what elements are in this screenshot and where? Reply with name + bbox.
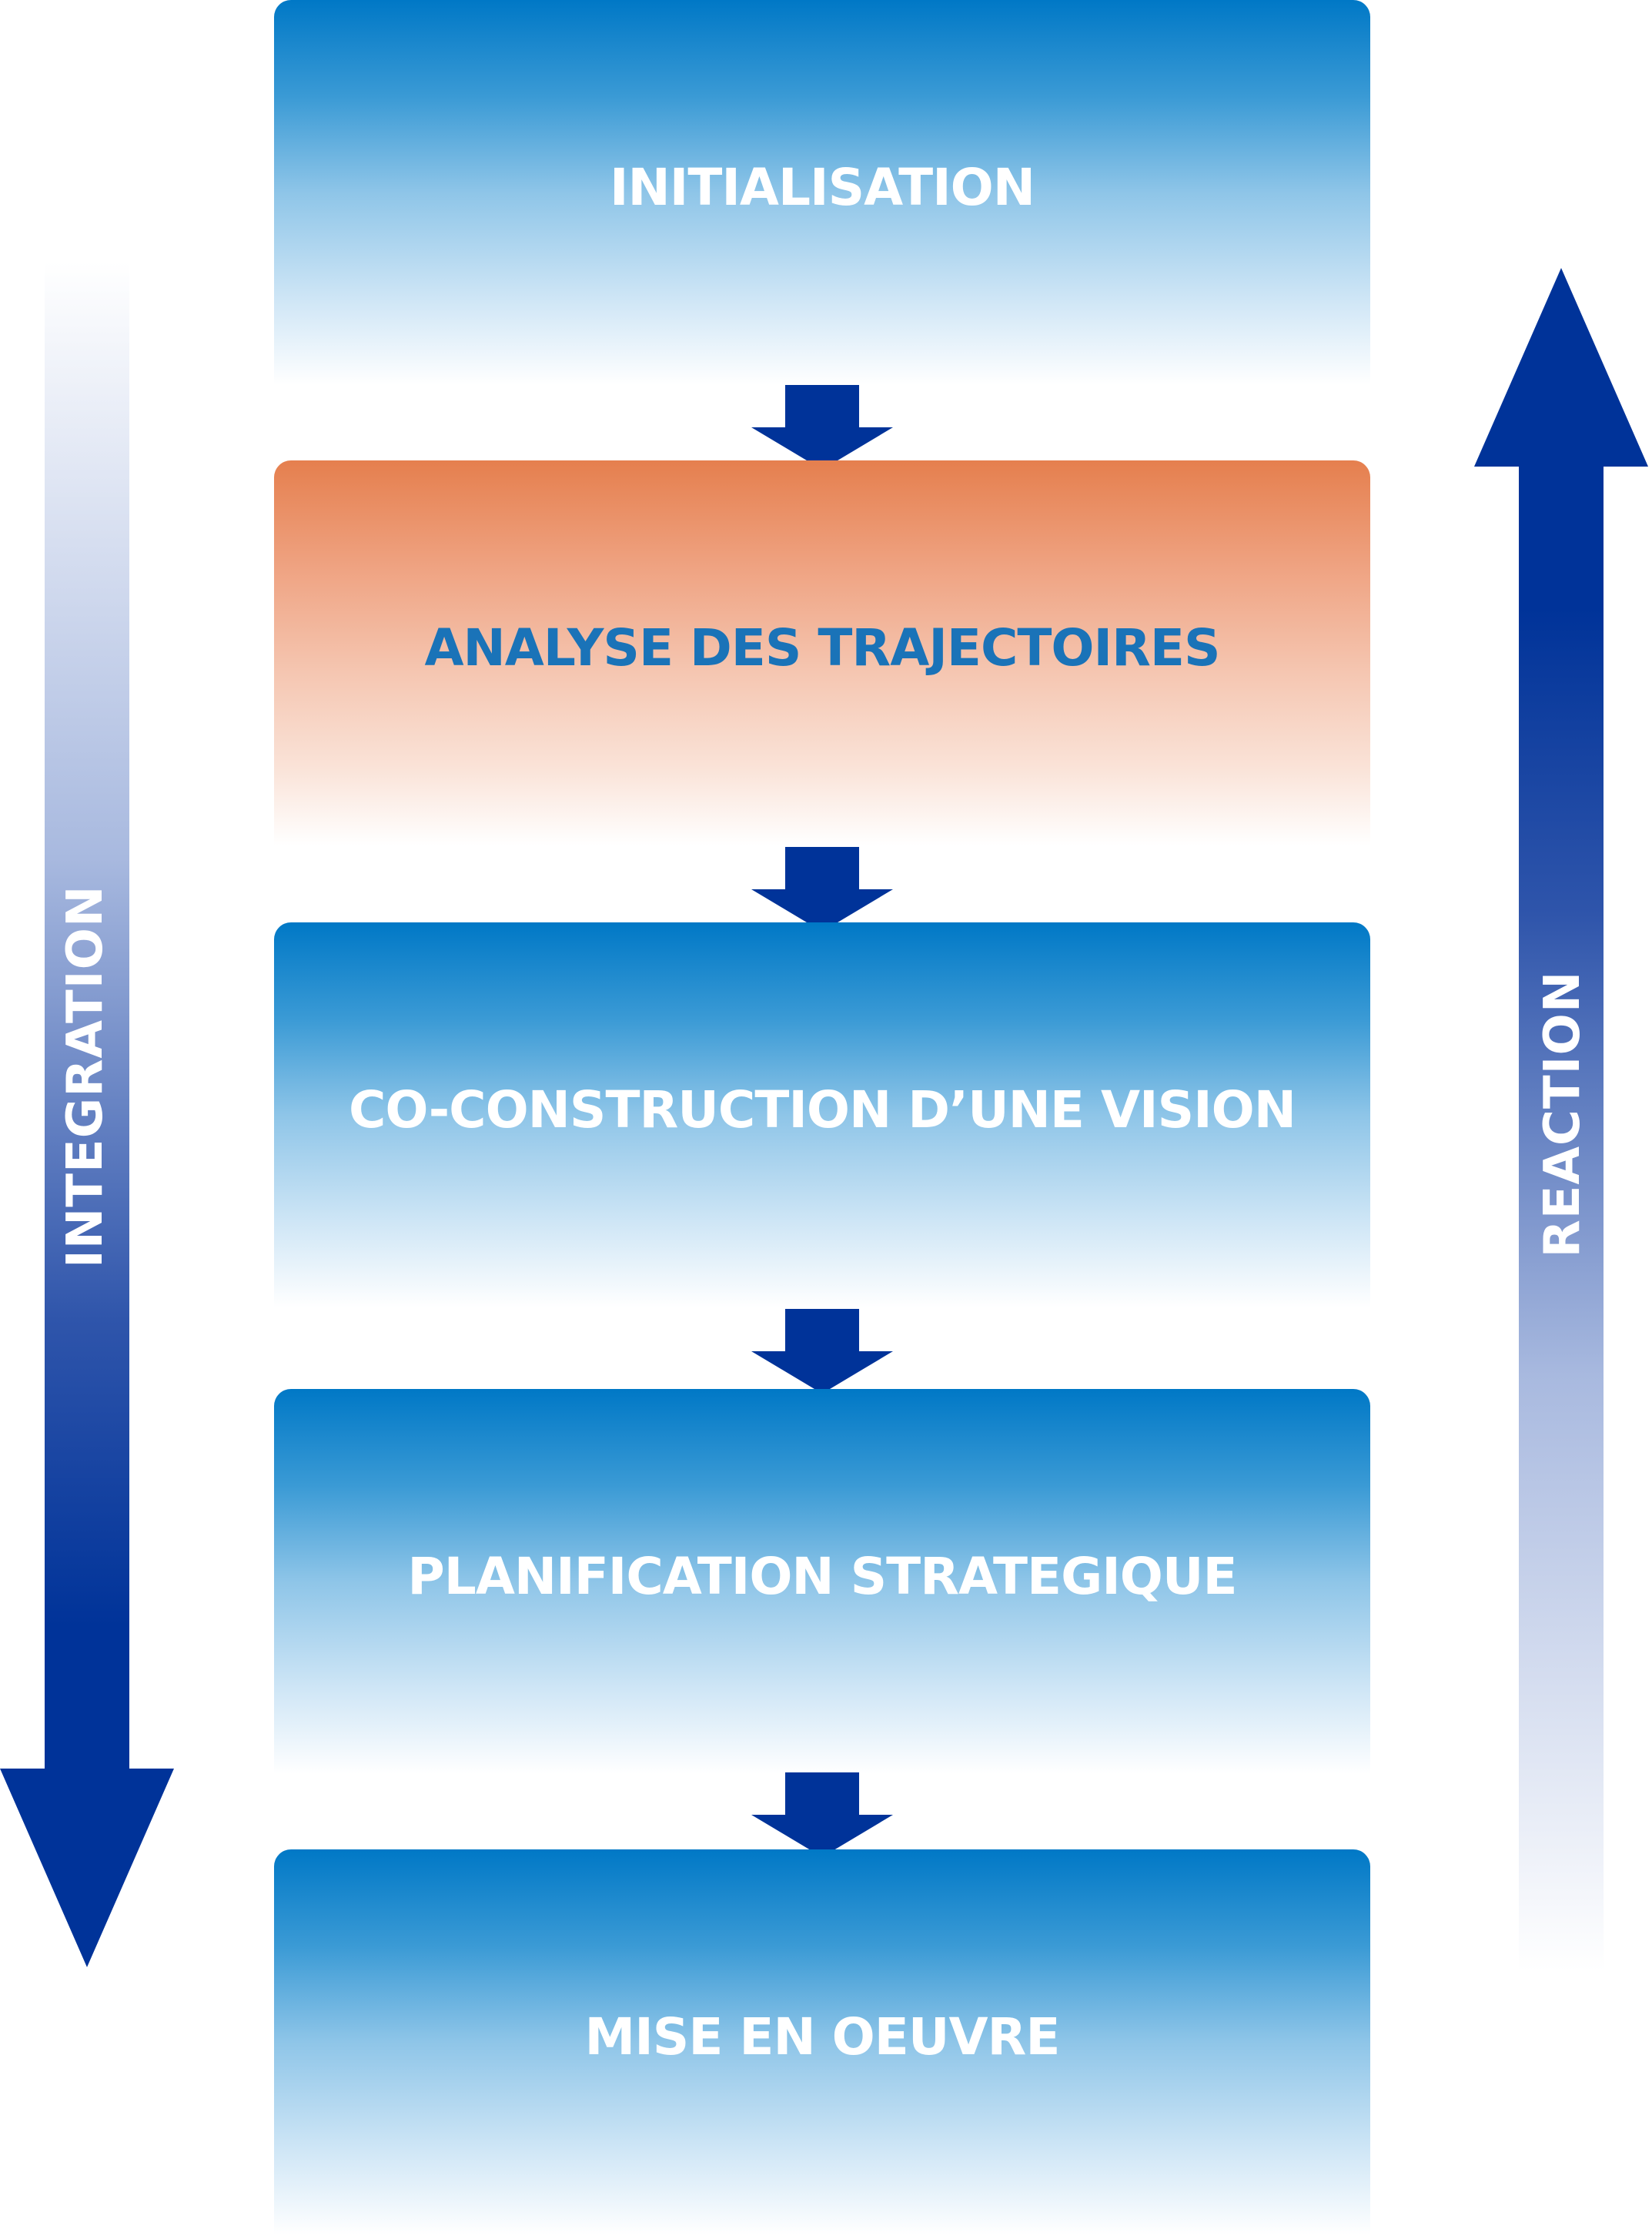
step-planification-strategique: PLANIFICATION STRATEGIQUE: [274, 1389, 1370, 1774]
reaction-label: REACTION: [1534, 970, 1591, 1258]
step-initialisation: INITIALISATION: [274, 0, 1370, 385]
step-analyse-des-trajectoires: ANALYSE DES TRAJECTOIRES: [274, 460, 1370, 845]
step-label: MISE EN OEUVRE: [584, 2006, 1061, 2067]
down-arrow-icon: [751, 847, 893, 932]
step-label: ANALYSE DES TRAJECTOIRES: [424, 617, 1220, 678]
step-label: PLANIFICATION STRATEGIQUE: [407, 1546, 1237, 1606]
down-arrow-icon: [751, 385, 893, 470]
down-arrow-icon: [751, 1772, 893, 1857]
integration-arrow: [0, 262, 174, 1967]
step-co-construction-vision: CO-CONSTRUCTION D’UNE VISION: [274, 922, 1370, 1307]
step-label: CO-CONSTRUCTION D’UNE VISION: [348, 1079, 1296, 1140]
integration-label: INTEGRATION: [57, 885, 114, 1268]
step-mise-en-oeuvre: MISE EN OEUVRE: [274, 1849, 1370, 2234]
down-arrow-icon: [751, 1309, 893, 1394]
step-label: INITIALISATION: [609, 157, 1035, 217]
reaction-arrow: [1474, 268, 1648, 1971]
